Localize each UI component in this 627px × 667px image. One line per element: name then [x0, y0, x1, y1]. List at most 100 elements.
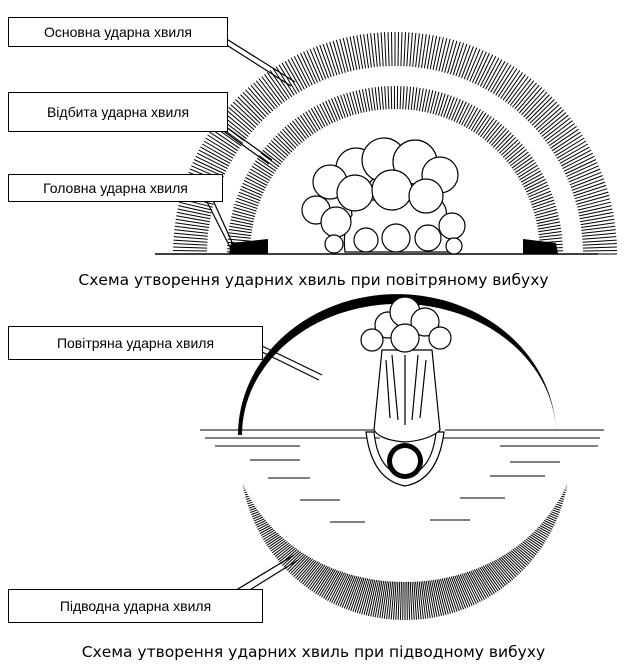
hatch-line: [173, 244, 207, 246]
hatch-line: [470, 50, 484, 81]
label-air-wave: Повітряна ударна хвиля: [8, 326, 263, 360]
hatch-line: [246, 498, 250, 499]
hatch-line: [407, 32, 409, 66]
hatch-line: [410, 582, 412, 620]
hatch-line: [178, 206, 211, 213]
hatch-line: [497, 135, 513, 151]
hatch-line: [270, 539, 285, 549]
hatch-line: [495, 133, 511, 150]
hatch-line: [556, 504, 562, 506]
hatch-line: [310, 49, 323, 80]
hatch-line: [478, 116, 491, 135]
head-wave-right: [523, 239, 558, 254]
hatch-line: [580, 216, 614, 222]
hatch-line: [388, 86, 389, 109]
hatch-line: [278, 547, 294, 560]
hatch-line: [288, 125, 303, 143]
hatch-line: [317, 46, 329, 78]
hatch-line: [285, 127, 300, 144]
hatch-line: [378, 33, 381, 67]
hatch-line: [509, 149, 527, 163]
hatch-line: [503, 72, 523, 100]
hatch-line: [298, 117, 311, 136]
hatch-line: [505, 144, 523, 159]
hatch-line: [480, 118, 494, 137]
hatch-line: [583, 247, 617, 248]
hatch-line: [533, 203, 555, 210]
hatch-line: [547, 124, 575, 144]
hatch-line: [232, 214, 254, 220]
hatch-line: [411, 87, 414, 110]
hatch-line: [517, 163, 536, 176]
caption-air-burst: Схема утворення ударних хвиль при повітр…: [0, 271, 627, 289]
hatch-line: [528, 538, 542, 548]
hatch-line: [357, 35, 363, 69]
hatch-line: [462, 46, 474, 78]
hatch-line: [263, 150, 281, 164]
hatch-line: [353, 91, 359, 113]
hatch-line: [204, 141, 233, 158]
hatch-line: [248, 504, 254, 506]
hatch-line: [534, 206, 556, 213]
hatch-line: [173, 251, 207, 252]
hatch-line: [229, 230, 252, 233]
hatch-line: [583, 240, 617, 242]
hatch-line: [391, 86, 392, 109]
hatch-line: [539, 238, 562, 240]
hatch-line: [407, 582, 408, 620]
hatch-line: [233, 211, 255, 217]
hatch-line: [295, 119, 309, 137]
hatch-line: [347, 93, 354, 115]
hatch-line: [247, 500, 252, 501]
hatch-line: [467, 49, 480, 80]
hatch-line: [247, 502, 252, 504]
hatch-line: [265, 74, 285, 102]
hatch-line: [409, 582, 410, 620]
hatch-line: [228, 236, 251, 238]
hatch-line: [438, 94, 445, 116]
hatch-line: [485, 122, 499, 140]
hatch-line: [173, 240, 207, 242]
hatch-line: [300, 115, 313, 134]
hatch-line: [400, 86, 401, 109]
hatch-line: [235, 204, 257, 211]
hatch-line: [374, 33, 377, 67]
hatch-line: [206, 138, 235, 156]
hatch-line: [555, 506, 561, 508]
hatch-line: [388, 32, 389, 66]
hatch-line: [246, 496, 249, 497]
hatch-line: [269, 143, 286, 158]
hatch-line: [404, 32, 406, 66]
hatch-line: [552, 132, 580, 151]
hatch-line: [555, 138, 584, 156]
underwater-shock-wave-band: [243, 484, 568, 620]
hatch-line: [579, 206, 612, 213]
hatch-line: [558, 502, 563, 504]
hatch-line: [398, 32, 399, 66]
hatch-line: [489, 126, 504, 143]
hatch-line: [276, 136, 292, 152]
hatch-line: [350, 92, 356, 114]
hatch-line: [583, 244, 617, 246]
hatch-line: [436, 37, 443, 70]
underwater-burst-pointers: [228, 346, 322, 601]
hatch-line: [234, 207, 256, 213]
hatch-line: [307, 50, 321, 81]
hatch-line: [398, 582, 400, 620]
hatch-line: [582, 233, 616, 236]
hatch-line: [244, 492, 246, 493]
hatch-line: [353, 36, 359, 69]
hatch-line: [350, 37, 357, 70]
label-main-wave: Основна ударна хвиля: [8, 17, 228, 47]
hatch-line: [551, 129, 579, 148]
hatch-line: [579, 209, 612, 216]
hatch-line: [464, 48, 477, 80]
hatch-line: [430, 36, 436, 69]
hatch-line: [173, 247, 207, 248]
hatch-line: [544, 521, 554, 526]
hatch-line: [543, 522, 554, 527]
hatch-line: [378, 87, 380, 110]
hatch-line: [554, 135, 583, 153]
hatch-line: [539, 235, 562, 238]
hatch-line: [559, 500, 564, 501]
